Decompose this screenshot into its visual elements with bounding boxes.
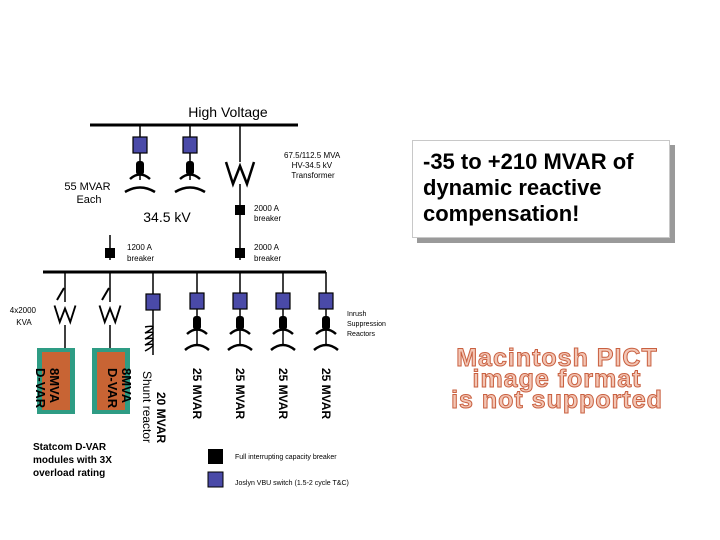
legend-switch-label: Joslyn VBU switch (1.5-2 cycle T&C) bbox=[235, 480, 349, 487]
breaker-1200-label: 1200 A breaker bbox=[127, 243, 154, 263]
legend-switch-swatch bbox=[207, 471, 224, 488]
capacitor-feeder-25-1 bbox=[184, 272, 210, 351]
capacitor-bank-feeder-1 bbox=[124, 125, 156, 194]
dvar-module-2: 8MVA D-VAR bbox=[92, 348, 134, 414]
pict-unsupported-notice: Macintosh PICT image format is not suppo… bbox=[402, 344, 712, 414]
breaker-2000-top-label: 2000 A breaker bbox=[254, 204, 281, 223]
inrush-reactors-label: Inrush Suppression Reactors bbox=[347, 311, 388, 338]
statcom-description: Statcom D-VAR modules with 3X overload r… bbox=[33, 442, 115, 479]
pict-line-1: Macintosh PICT bbox=[456, 344, 658, 372]
breaker-1200 bbox=[105, 248, 115, 258]
svg-text:8MVA: 8MVA bbox=[47, 368, 62, 404]
capacitor-bank-label: 55 MVAR Each bbox=[64, 181, 113, 206]
dvar-transformer-feeder-2 bbox=[98, 272, 122, 348]
transformer-label: 67.5/112.5 MVA HV-34.5 kV Transformer bbox=[284, 151, 342, 180]
shunt-reactor-name: Shunt reactor bbox=[140, 371, 154, 443]
shunt-reactor-feeder bbox=[144, 272, 161, 355]
svg-text:8MVA: 8MVA bbox=[119, 368, 134, 404]
svg-text:D-VAR: D-VAR bbox=[105, 368, 120, 409]
capacitor-feeder-25-2 bbox=[227, 272, 253, 351]
cap-25-label-2: 25 MVAR bbox=[233, 368, 247, 419]
capacitor-feeder-25-4 bbox=[313, 272, 339, 351]
capacitor-feeder-25-3 bbox=[270, 272, 296, 351]
main-transformer bbox=[224, 125, 256, 260]
legend: Full interrupting capacity breaker Josly… bbox=[207, 449, 349, 488]
legend-breaker-swatch bbox=[208, 449, 223, 464]
pict-line-2: image format bbox=[472, 365, 642, 393]
compensation-callout: -35 to +210 MVAR of dynamic reactive com… bbox=[412, 140, 670, 238]
cap-25-label-4: 25 MVAR bbox=[319, 368, 333, 419]
breaker-2000-bottom-label: 2000 A breaker bbox=[254, 243, 281, 263]
cap-25-label-3: 25 MVAR bbox=[276, 368, 290, 419]
pict-line-3: is not supported bbox=[451, 386, 663, 414]
capacitor-bank-feeder-2 bbox=[174, 125, 206, 194]
svg-text:D-VAR: D-VAR bbox=[33, 368, 48, 409]
dvar-transformer-feeder-1 bbox=[53, 272, 77, 348]
high-voltage-label: High Voltage bbox=[188, 104, 268, 120]
cap-25-label-1: 25 MVAR bbox=[190, 368, 204, 419]
shunt-reactor-label: 20 MVAR bbox=[0, 0, 69, 4]
shunt-reactor-rating: 20 MVAR bbox=[154, 392, 168, 443]
bus-voltage-label: 34.5 kV bbox=[143, 209, 191, 225]
dvar-module-1: 8MVA D-VAR bbox=[33, 348, 75, 414]
transformers-4x-label: 4x2000 KVA bbox=[10, 306, 38, 327]
legend-breaker-label: Full interrupting capacity breaker bbox=[235, 454, 337, 461]
